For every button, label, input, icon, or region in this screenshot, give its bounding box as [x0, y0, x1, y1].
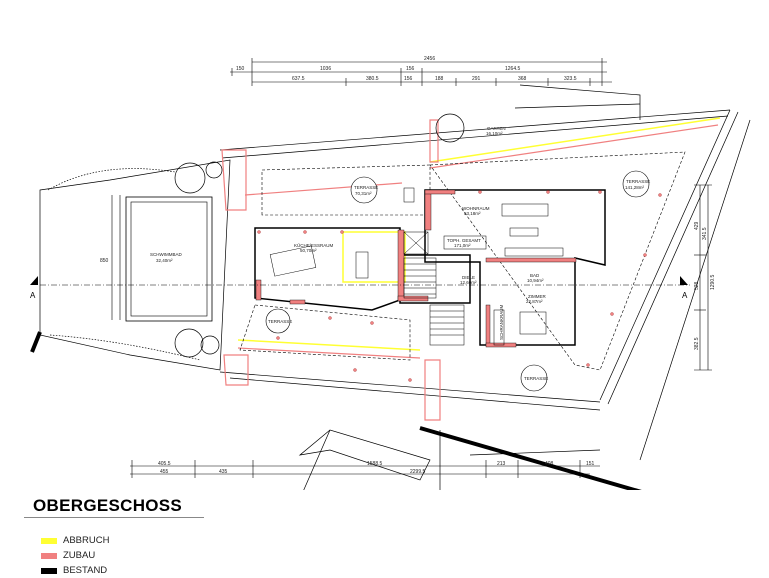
dim: 341.5 — [702, 227, 708, 240]
terrace-label: TERRASSE — [626, 179, 650, 184]
demolition-lines — [237, 117, 721, 351]
addition-walls — [255, 189, 577, 348]
terrace-label: TERRASSE — [354, 185, 378, 190]
total-area: 171,0m² — [454, 243, 471, 248]
section-marker-left: A — [30, 291, 36, 300]
dim: 323.5 — [564, 76, 577, 82]
dim: 368 — [518, 76, 527, 82]
dim: 408 — [545, 461, 554, 467]
staircase — [403, 231, 465, 346]
total-label: TOPH. GESAMT — [447, 238, 481, 243]
terrace-outlines — [239, 151, 686, 371]
room-label: SCHRANKRAUM — [499, 304, 504, 340]
furniture — [269, 187, 564, 346]
dim: 188 — [435, 76, 444, 82]
section-line — [30, 276, 690, 286]
section-marker-right: A — [682, 291, 688, 300]
room-label: BAD — [530, 273, 540, 278]
terrace-area: 70,31m² — [355, 191, 372, 196]
room-label: SCHWIMMBAD — [150, 252, 182, 257]
legend-item-abbruch: ABBRUCH — [41, 533, 109, 548]
dim: 213 — [497, 461, 506, 467]
terrace-label: TERRASSE — [268, 319, 292, 324]
dim: 156 — [404, 76, 413, 82]
terrace-label: TERRASSE — [524, 376, 548, 381]
dim: 151 — [586, 461, 595, 467]
dim: 1036 — [320, 66, 331, 72]
dim: 1264.5 — [505, 66, 521, 72]
dim: 637.5 — [292, 76, 305, 82]
legend-label: ZUBAU — [63, 550, 96, 561]
existing-boundary-wall — [419, 426, 642, 490]
legend-label: BESTAND — [63, 565, 108, 576]
room-label: DIELE — [462, 275, 475, 280]
room-label: KÜCHE/ESSRAUM — [294, 242, 334, 248]
dim: 156 — [406, 66, 415, 72]
dimension-top — [230, 58, 612, 86]
dimension-left — [111, 195, 121, 320]
legend-item-zubau: ZUBAU — [41, 548, 109, 563]
dim: 405.5 — [158, 461, 171, 467]
dim: 455 — [160, 469, 169, 475]
room-area: 50,70m² — [300, 248, 317, 253]
terrace-area: 141,28m² — [625, 185, 645, 190]
room-area: 22,87m² — [526, 299, 543, 304]
legend-item-bestand: BESTAND — [41, 563, 109, 578]
tree-icons — [174, 113, 465, 358]
room-area: 32,40m² — [156, 258, 173, 263]
legend-swatch-red — [41, 552, 57, 559]
dim: 2299.5 — [410, 469, 426, 475]
legend-swatch-yellow — [41, 537, 57, 544]
column-markers — [257, 190, 662, 382]
room-label: ZIMMER — [528, 294, 546, 299]
room-label: WOHNRAUM — [462, 206, 490, 211]
dim: 382.5 — [694, 337, 700, 350]
dim-total: 2456 — [424, 56, 435, 62]
dim: 528 — [694, 281, 700, 290]
room-area: 16,10m² — [486, 131, 503, 136]
existing-boundary-wall — [30, 331, 42, 353]
dimension-right — [694, 184, 712, 371]
title-divider — [24, 517, 204, 518]
legend-swatch-black — [41, 567, 57, 574]
dim: 435 — [219, 469, 228, 475]
legend-label: ABBRUCH — [63, 535, 110, 546]
dim: 380.5 — [366, 76, 379, 82]
dim: 291 — [472, 76, 481, 82]
swimming-pool — [125, 196, 213, 322]
dim: 850 — [100, 258, 109, 264]
floor-plan: 2456 150 1036 156 1264.5 637.5 380.5 156… — [30, 56, 751, 490]
dim: 150 — [236, 66, 245, 72]
dim: 1588.5 — [367, 461, 383, 467]
legend: ABBRUCH ZUBAU BESTAND — [41, 533, 109, 578]
terrace-markers — [265, 170, 650, 392]
dimension-bottom — [130, 460, 600, 478]
room-area: 10,94m² — [527, 278, 544, 283]
total-area-box — [443, 235, 487, 250]
room-label: GARTEN — [487, 126, 506, 131]
site-lines — [39, 84, 751, 490]
room-area: 53,18m² — [464, 211, 481, 216]
room-area: 12,60m² — [460, 280, 477, 285]
dim: 429 — [694, 221, 700, 230]
plan-title: OBERGESCHOSS — [33, 496, 183, 515]
dim: 1290.5 — [710, 274, 716, 290]
